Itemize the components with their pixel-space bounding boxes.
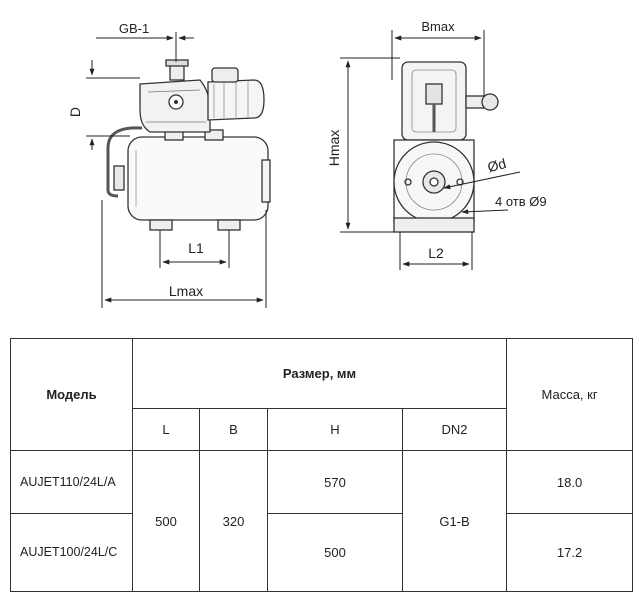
side-dimensions (86, 32, 267, 308)
mass-header: Масса, кг (506, 337, 634, 452)
col-header-h: H (267, 408, 403, 452)
pressure-hose (106, 126, 143, 198)
tank-foot-right (217, 219, 241, 231)
dim-d-label: D (67, 107, 83, 117)
cell-b: 320 (199, 450, 268, 592)
table-row: AUJET110/24L/A 500 320 570 G1-B 18.0 (10, 450, 634, 592)
dim-lmax-label: Lmax (169, 283, 203, 299)
size-header: Размер, мм (131, 337, 508, 410)
col-header-l: L (132, 408, 200, 452)
side-view (106, 59, 271, 231)
cell-l: 500 (132, 450, 200, 592)
row-h: 500 (267, 512, 403, 593)
dim-l2-label: L2 (428, 245, 444, 261)
pressure-tank (127, 136, 269, 221)
terminal-box (211, 67, 239, 83)
front-view (393, 61, 499, 233)
outlet-valve (465, 95, 485, 109)
dim-holes-label: 4 отв Ø9 (495, 194, 547, 209)
front-base (393, 217, 475, 233)
col-header-dn2: DN2 (401, 408, 508, 452)
dim-hmax-label: Hmax (326, 130, 342, 167)
spec-table: Модель Размер, мм Масса, кг L B H DN2 AU… (10, 337, 634, 593)
pump-station-drawing: GB-1 D L1 Lmax (67, 19, 547, 308)
tank-foot-left (149, 219, 173, 231)
row-model: AUJET100/24L/C (10, 512, 133, 593)
row-mass: 17.2 (506, 512, 634, 593)
row-mass: 18.0 (506, 450, 634, 514)
table-row: AUJET100/24L/C 500 17.2 (10, 512, 634, 593)
row-h: 570 (267, 450, 403, 514)
dim-l1-label: L1 (188, 240, 204, 256)
dim-bmax-label: Bmax (421, 19, 455, 34)
model-header: Модель (10, 337, 133, 452)
cell-dn2: G1-B (401, 450, 508, 592)
dim-od-label: Ød (486, 155, 508, 175)
col-header-b: B (199, 408, 268, 452)
dim-gb1-label: GB-1 (119, 21, 149, 36)
front-dimensions (340, 30, 521, 270)
row-model: AUJET110/24L/A (10, 450, 133, 514)
